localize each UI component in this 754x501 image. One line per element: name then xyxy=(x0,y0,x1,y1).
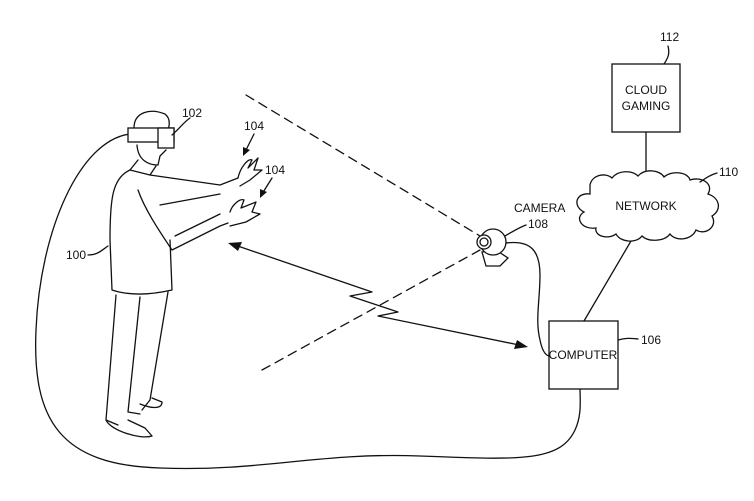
network-cloud xyxy=(576,170,719,242)
hmd-visor xyxy=(157,127,175,149)
label-106: 106 xyxy=(641,333,661,347)
camera-cable xyxy=(505,241,550,357)
label-112: 112 xyxy=(660,30,679,44)
wireless-link-arrow xyxy=(228,242,528,349)
leader-112 xyxy=(663,45,670,65)
computer-box xyxy=(548,320,619,390)
user-figure xyxy=(105,110,263,438)
network-label: NETWORK xyxy=(615,199,676,213)
cloud-gaming-box xyxy=(611,63,681,133)
computer-label: COMPUTER xyxy=(549,348,618,362)
leader-110 xyxy=(699,172,718,183)
label-100: 100 xyxy=(66,248,86,262)
leader-106 xyxy=(617,337,639,341)
label-110: 110 xyxy=(719,165,738,179)
camera-icon xyxy=(476,228,510,267)
computer-network-link xyxy=(583,240,632,322)
camera-label: CAMERA xyxy=(514,201,565,215)
camera-fov-bottom xyxy=(261,249,481,371)
leader-108 xyxy=(504,224,527,237)
cloud-gaming-label-line1: CLOUD xyxy=(625,83,667,97)
label-104-bottom: 104 xyxy=(265,163,285,177)
leader-100 xyxy=(87,245,109,256)
camera-fov-top xyxy=(245,94,481,237)
cloud-gaming-label-line2: GAMING xyxy=(622,99,671,113)
leader-102 xyxy=(171,117,191,136)
label-108: 108 xyxy=(528,217,548,231)
label-102: 102 xyxy=(182,106,202,120)
label-104-top: 104 xyxy=(244,119,264,133)
hmd-cable xyxy=(34,133,581,470)
